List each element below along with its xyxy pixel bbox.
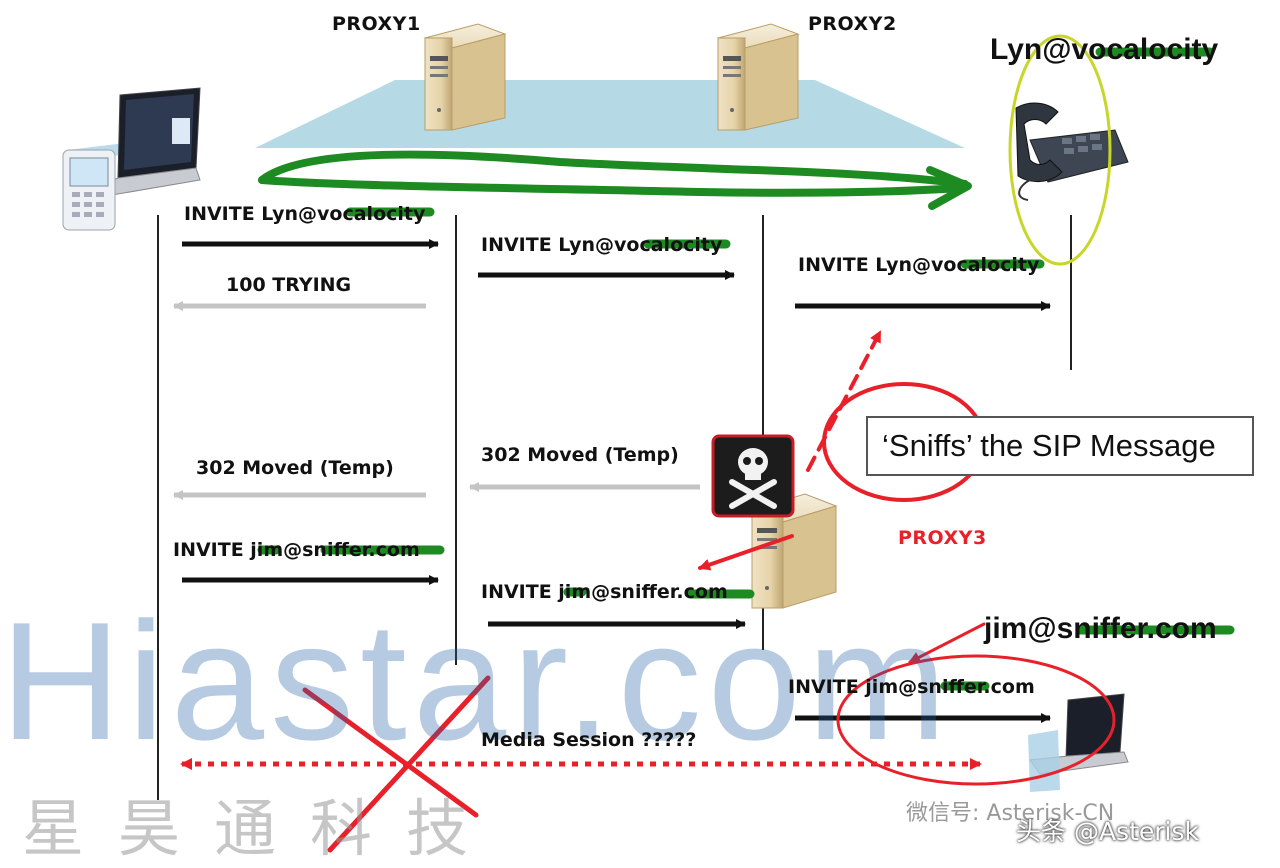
skull-crossbones-icon (711, 434, 795, 518)
network-plane (255, 80, 965, 148)
proxy2-label: PROXY2 (808, 13, 897, 35)
message-label: INVITE jim@sniffer.com (481, 581, 728, 603)
target-pointer-arrow (908, 622, 986, 664)
message-label: Media Session ????? (481, 729, 697, 751)
sniff-callout: ‘Sniffs’ the SIP Message (866, 416, 1254, 476)
message-label: INVITE Lyn@vocalocity (798, 254, 1040, 276)
redaction-scribbles (257, 47, 1235, 691)
wechat-watermark: 微信号: Asterisk-CN (906, 801, 1115, 826)
server-tower-icon (423, 23, 507, 131)
server-tower-icon (716, 23, 800, 131)
message-label: 302 Moved (Temp) (196, 457, 394, 479)
cross-line-a (302, 687, 479, 818)
desk-phone-icon (1015, 102, 1129, 201)
callee-highlight-circle (1008, 34, 1112, 266)
target-highlight-circle (836, 654, 1116, 786)
watermark-latin: Hiastar.com (0, 587, 953, 775)
watermark-chinese: 星昊通科技 (22, 792, 503, 865)
proxy3-label: PROXY3 (898, 527, 987, 549)
callee-address-label: Lyn@vocalocity (990, 33, 1219, 66)
message-label: INVITE Lyn@vocalocity (184, 203, 426, 225)
message-label: INVITE jim@sniffer.com (788, 676, 1035, 698)
message-label: INVITE jim@sniffer.com (173, 539, 420, 561)
laptop-with-phone-icon (62, 87, 201, 231)
green-path-annotation (258, 150, 972, 210)
message-label: 100 TRYING (226, 274, 352, 296)
cross-line-b (327, 675, 491, 853)
toutiao-watermark: 头条 @Asterisk (1016, 817, 1199, 846)
proxy1-label: PROXY1 (332, 13, 421, 35)
red-annotations (302, 330, 1116, 853)
sniff-dashed-arrow (806, 330, 882, 472)
message-label: INVITE Lyn@vocalocity (481, 234, 723, 256)
message-arrows (173, 239, 1051, 770)
server-tower-icon (750, 493, 838, 609)
message-label: 302 Moved (Temp) (481, 444, 679, 466)
redirect-target-label: jim@sniffer.com (984, 612, 1217, 645)
redirect-arrow (698, 534, 794, 571)
